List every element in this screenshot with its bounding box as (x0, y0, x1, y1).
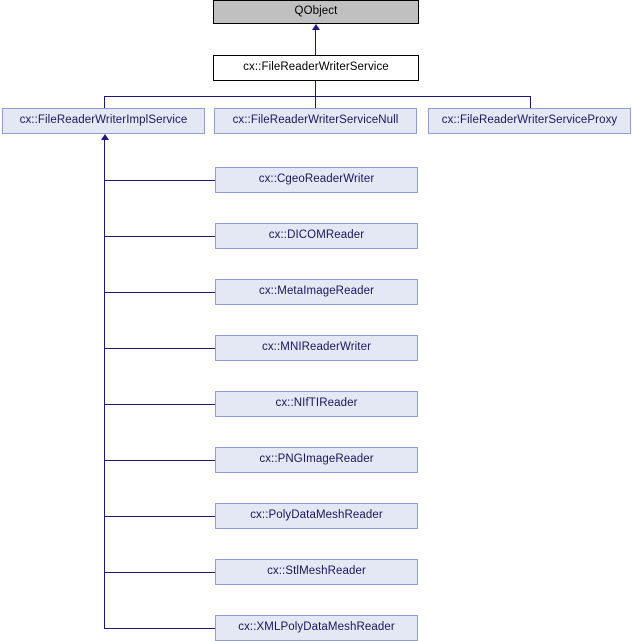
edge-frws-to-bus (315, 81, 316, 97)
class-node-qobject[interactable]: QObject (213, 0, 419, 24)
edge-stub-png (104, 460, 215, 461)
class-node-filereaderwriterservice[interactable]: cx::FileReaderWriterService (213, 55, 419, 81)
edge-stub-polydata (104, 516, 215, 517)
edge-bus-row3 (104, 96, 530, 97)
edge-stub-nifti (104, 404, 215, 405)
class-node-filereaderwriterservicenull[interactable]: cx::FileReaderWriterServiceNull (214, 108, 417, 134)
edge-bus-drop-servicenull (315, 96, 316, 108)
edge-stub-mni (104, 348, 215, 349)
edge-stub-cgeo (104, 180, 215, 181)
edge-bus-drop-serviceproxy (530, 96, 531, 108)
arrowhead-trunk-to-implservice (101, 134, 109, 140)
class-node-niftireader[interactable]: cx::NIfTIReader (215, 391, 418, 417)
class-node-filereaderwriterserviceproxy[interactable]: cx::FileReaderWriterServiceProxy (428, 108, 631, 134)
class-node-stlmeshreader[interactable]: cx::StlMeshReader (215, 559, 418, 585)
class-node-filereaderwriterimplservice[interactable]: cx::FileReaderWriterImplService (2, 108, 205, 134)
edge-stub-metaimage (104, 292, 215, 293)
class-node-dicomreader[interactable]: cx::DICOMReader (215, 223, 418, 249)
class-node-polydatameshreader[interactable]: cx::PolyDataMeshReader (215, 503, 418, 529)
edge-stub-xmlpolydata (104, 628, 215, 629)
class-node-pngimagereader[interactable]: cx::PNGImageReader (215, 447, 418, 473)
edge-frws-to-qobject (315, 30, 316, 55)
arrowhead-frws-to-qobject (312, 24, 320, 30)
class-node-xmlpolydatameshreader[interactable]: cx::XMLPolyDataMeshReader (215, 615, 418, 641)
edge-stub-dicom (104, 236, 215, 237)
class-node-mnireaderwriter[interactable]: cx::MNIReaderWriter (215, 335, 418, 361)
class-node-metaimagereader[interactable]: cx::MetaImageReader (215, 279, 418, 305)
edge-trunk-implservice (104, 140, 105, 628)
edge-bus-drop-implservice (104, 96, 105, 108)
edge-stub-stl (104, 572, 215, 573)
class-node-cgeoreaderwriter[interactable]: cx::CgeoReaderWriter (215, 167, 418, 193)
